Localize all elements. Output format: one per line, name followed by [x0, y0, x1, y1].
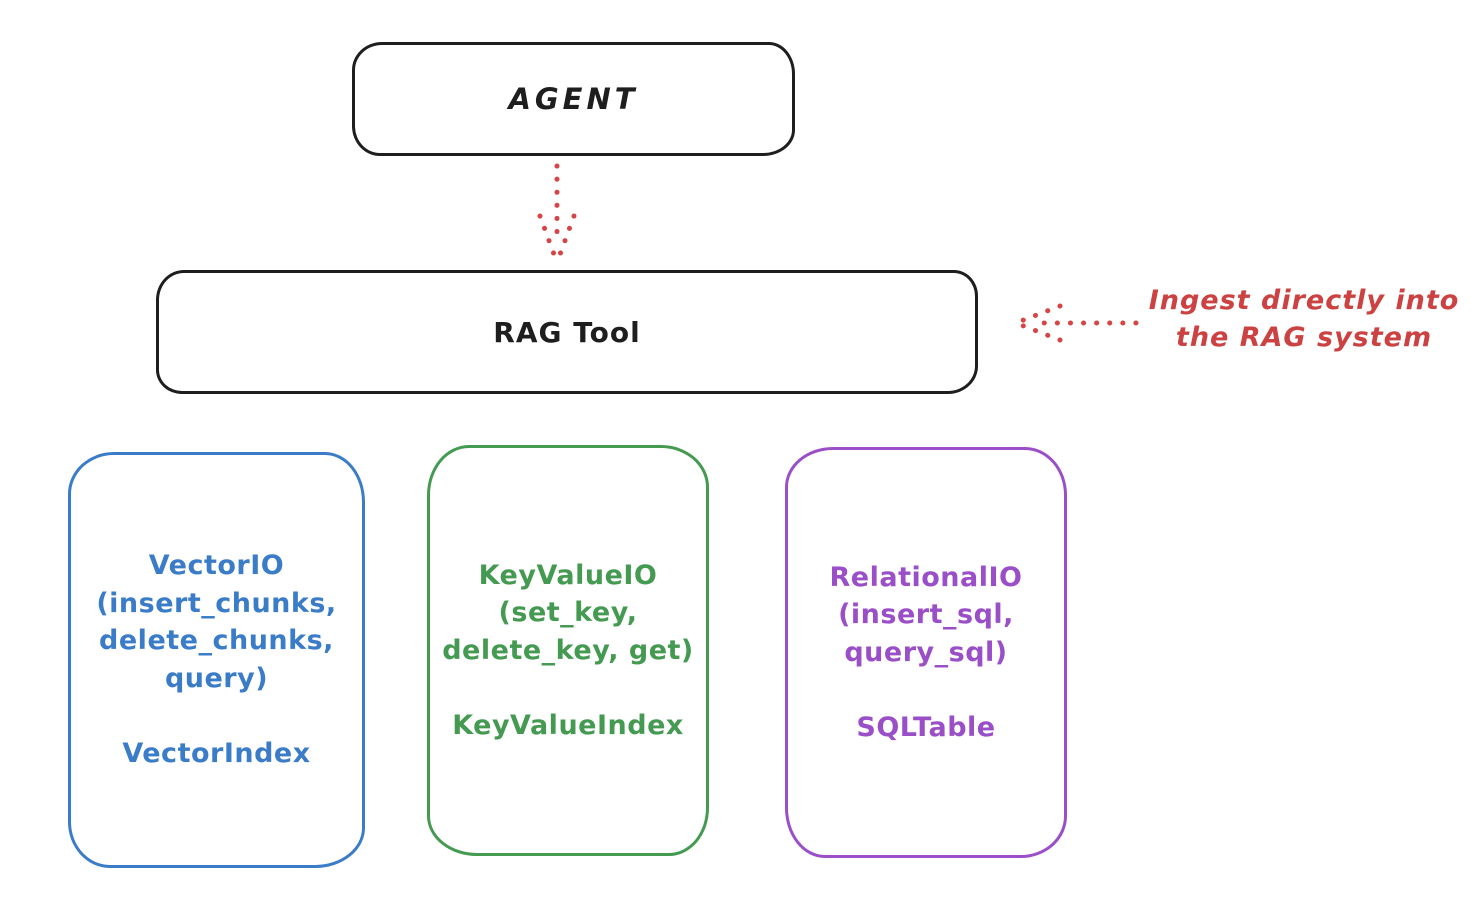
vector-io-box: VectorIO (insert_chunks, delete_chunks, … — [68, 452, 365, 868]
rag-tool-node: RAG Tool — [156, 270, 978, 394]
agent-node: AGENT — [352, 42, 795, 156]
vector-io-params-line2: delete_chunks, — [99, 625, 334, 657]
keyvalue-io-title: KeyValueIO — [478, 559, 658, 591]
agent-label: AGENT — [508, 82, 639, 116]
keyvalue-io-params-line1: (set_key, — [498, 597, 638, 628]
keyvalue-index-label: KeyValueIndex — [452, 710, 684, 741]
dotted-arrow-down-icon — [537, 163, 577, 260]
relational-io-params-line1: (insert_sql, — [838, 599, 1014, 630]
relational-io-params-line2: query_sql) — [844, 636, 1008, 668]
vector-io-title: VectorIO — [148, 550, 285, 582]
vector-index-label: VectorIndex — [122, 738, 311, 770]
vector-io-params-line1: (insert_chunks, — [96, 587, 337, 619]
rag-tool-label: RAG Tool — [493, 315, 641, 349]
relational-io-title: RelationalIO — [829, 561, 1023, 593]
annotation-line1: Ingest directly into — [1148, 285, 1460, 316]
vector-io-params-line3: query) — [164, 662, 269, 694]
dotted-arrow-left-icon — [1018, 303, 1139, 343]
relational-index-label: SQLTable — [856, 712, 996, 743]
annotation-note: Ingest directly into the RAG system — [1130, 282, 1478, 356]
keyvalue-io-box: KeyValueIO (set_key, delete_key, get) Ke… — [427, 445, 709, 856]
annotation-line2: the RAG system — [1175, 322, 1433, 353]
keyvalue-io-params-line2: delete_key, get) — [442, 634, 694, 666]
relational-io-box: RelationalIO (insert_sql, query_sql) SQL… — [785, 447, 1067, 858]
